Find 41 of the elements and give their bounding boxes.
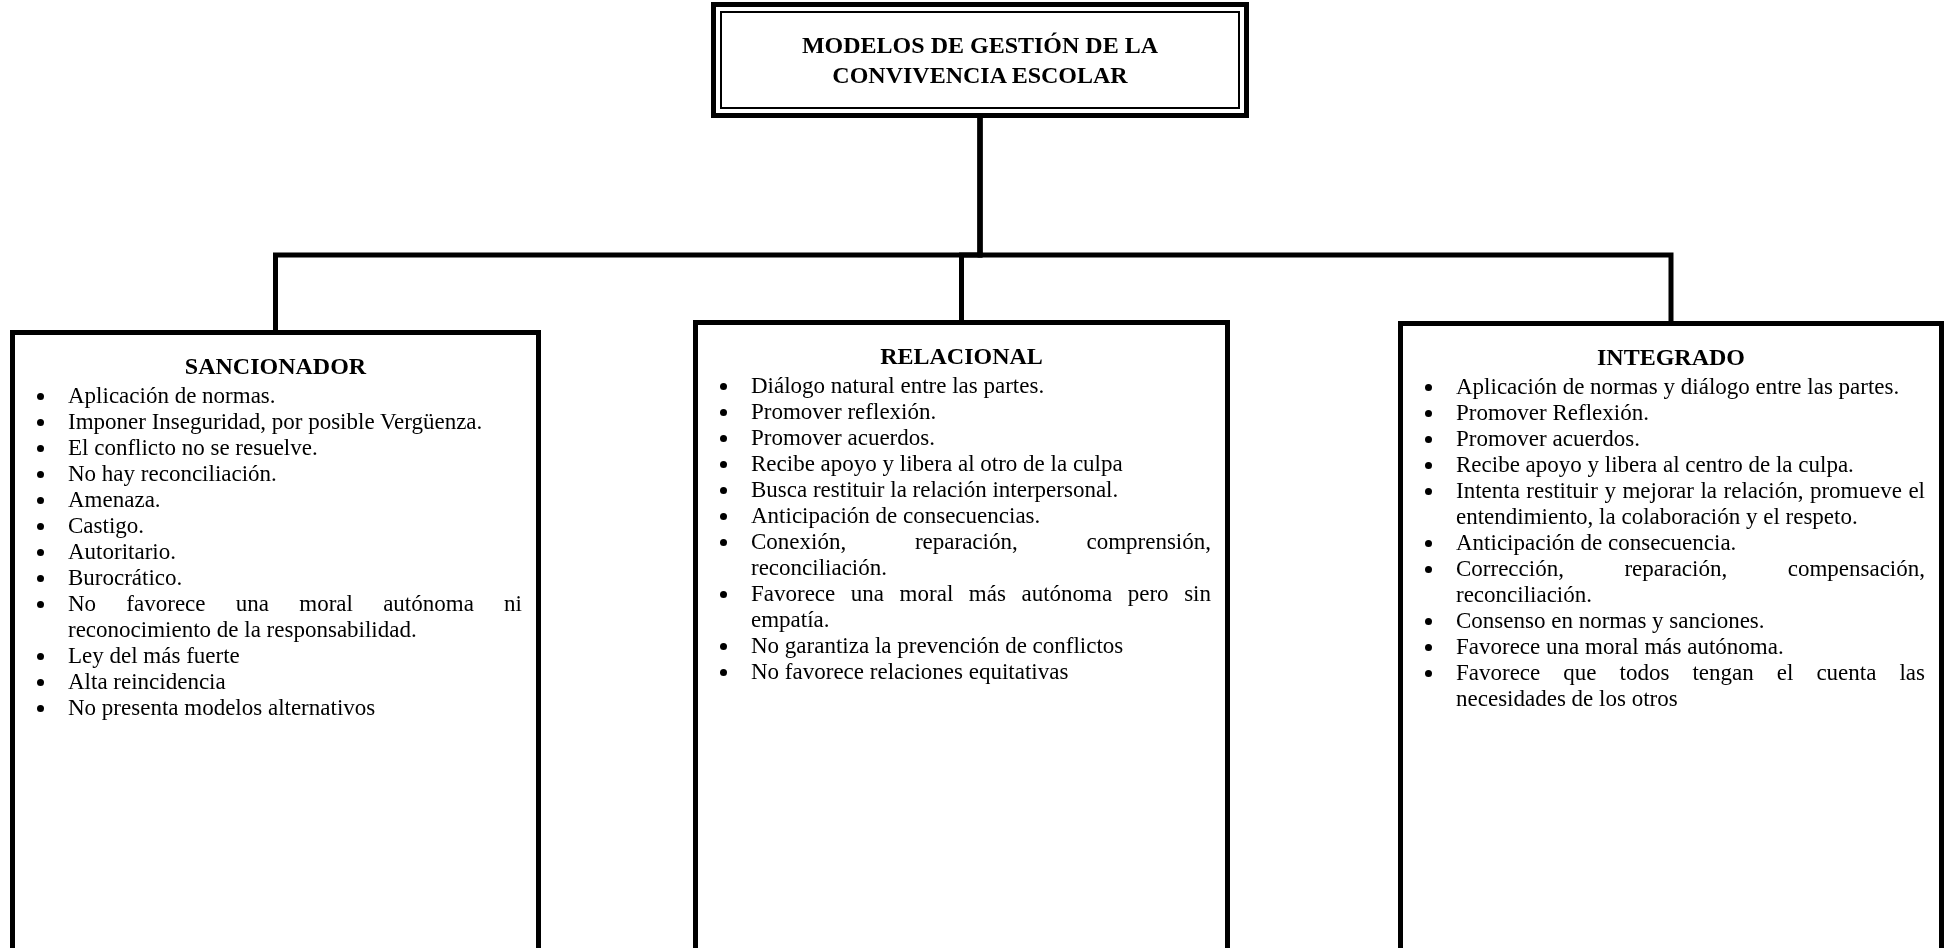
bullet-item: El conflicto no se resuelve. xyxy=(68,435,319,461)
bullet-item: Burocrático. xyxy=(68,565,184,591)
bullet-item: No presenta modelos alternativos xyxy=(68,695,377,721)
model-heading: RELACIONAL xyxy=(879,342,1044,371)
bullet-item: Favorece que todos tengan el cuenta las necesidades de los otros xyxy=(1456,660,1925,712)
bullet-item: Ley del más fuerte xyxy=(68,643,241,669)
bullet-item: Promover acuerdos. xyxy=(1456,426,1641,452)
bullet-item: Alta reincidencia xyxy=(68,669,227,695)
bullet-item: Autoritario. xyxy=(68,539,177,565)
bullet-item: Anticipación de consecuencia. xyxy=(1456,530,1738,556)
bullet-item: Intenta restituir y mejorar la relación, promueve el entendimiento, la colaboración y el respeto. xyxy=(1456,478,1925,530)
model-box xyxy=(10,330,541,948)
bullet-item: Conexión, reparación, comprensión, reconciliación. xyxy=(751,529,1211,581)
bullet-item: No favorece una moral autónoma ni reconocimiento de la responsabilidad. xyxy=(68,591,522,643)
bullet-item: No garantiza la prevención de conflictos xyxy=(751,633,1125,659)
bullet-item: Promover Reflexión. xyxy=(1456,400,1650,426)
bullet-item: Favorece una moral más autónoma. xyxy=(1456,634,1785,660)
model-heading: INTEGRADO xyxy=(1596,343,1746,372)
bullet-item: Promover acuerdos. xyxy=(751,425,936,451)
model-heading: SANCIONADOR xyxy=(183,352,368,381)
model-box xyxy=(693,320,1230,948)
title-box xyxy=(711,2,1249,118)
bullet-item: Aplicación de normas. xyxy=(68,383,277,409)
bullet-item: Favorece una moral más autónoma pero sin empatía. xyxy=(751,581,1211,633)
bullet-item: Busca restituir la relación interpersonal. xyxy=(751,477,1120,503)
bullet-item: Promover reflexión. xyxy=(751,399,938,425)
bullet-item: Diálogo natural entre las partes. xyxy=(751,373,1046,399)
bullet-item: No hay reconciliación. xyxy=(68,461,278,487)
bullet-item: Corrección, reparación, compensación, reconciliación. xyxy=(1456,556,1925,608)
connector-line xyxy=(977,118,1674,321)
bullet-item: Aplicación de normas y diálogo entre las partes. xyxy=(1456,374,1901,400)
bullet-item: Recibe apoyo y libera al centro de la culpa. xyxy=(1456,452,1855,478)
bullet-item: Castigo. xyxy=(68,513,146,539)
model-box xyxy=(1398,321,1944,948)
bullet-item: Anticipación de consecuencias. xyxy=(751,503,1042,529)
title-text: MODELOS DE GESTIÓN DE LA CONVIVENCIA ESCOLAR xyxy=(800,31,1160,90)
bullet-item: Amenaza. xyxy=(68,487,162,513)
bullet-item: No favorece relaciones equitativas xyxy=(751,659,1070,685)
bullet-item: Recibe apoyo y libera al otro de la culpa xyxy=(751,451,1124,477)
bullet-item: Imponer Inseguridad, por posible Vergüenza. xyxy=(68,409,484,435)
bullet-item: Consenso en normas y sanciones. xyxy=(1456,608,1766,634)
